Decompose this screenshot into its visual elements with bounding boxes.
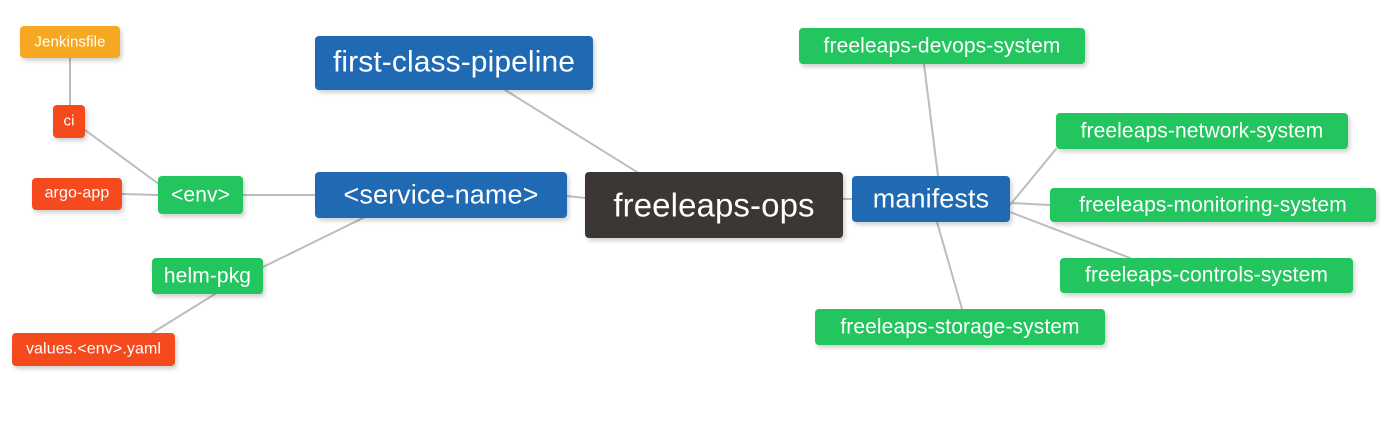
node-manifests[interactable]: manifests: [852, 176, 1010, 222]
edge-ci-env: [84, 129, 161, 186]
node-env[interactable]: <env>: [158, 176, 243, 214]
node-first-class-pipeline-label: first-class-pipeline: [332, 45, 576, 79]
node-values-yaml-label: values.<env>.yaml: [25, 340, 162, 357]
node-ci[interactable]: ci: [53, 105, 85, 138]
node-argo-app[interactable]: argo-app: [32, 178, 122, 210]
node-freeleaps-storage-system-label: freeleaps-storage-system: [840, 315, 1080, 338]
edge-pipeline-root: [504, 89, 638, 173]
edge-argoapp-env: [121, 193, 159, 196]
node-freeleaps-devops-system[interactable]: freeleaps-devops-system: [799, 28, 1085, 64]
node-freeleaps-devops-system-label: freeleaps-devops-system: [823, 34, 1061, 57]
node-service-name[interactable]: <service-name>: [315, 172, 567, 218]
node-root-label: freeleaps-ops: [613, 186, 815, 223]
edge-service-name-root: [566, 195, 586, 199]
node-freeleaps-monitoring-system[interactable]: freeleaps-monitoring-system: [1050, 188, 1376, 222]
edge-values-helmpkg: [151, 293, 216, 334]
node-helm-pkg-label: helm-pkg: [163, 264, 252, 287]
node-root-freeleaps-ops[interactable]: freeleaps-ops: [585, 172, 843, 238]
node-freeleaps-network-system[interactable]: freeleaps-network-system: [1056, 113, 1348, 149]
node-values-yaml[interactable]: values.<env>.yaml: [12, 333, 175, 366]
node-manifests-label: manifests: [872, 183, 990, 213]
node-jenkinsfile-label: Jenkinsfile: [34, 33, 106, 50]
node-service-name-label: <service-name>: [343, 179, 539, 209]
node-first-class-pipeline[interactable]: first-class-pipeline: [315, 36, 593, 90]
node-ci-label: ci: [63, 112, 75, 130]
node-freeleaps-controls-system-label: freeleaps-controls-system: [1085, 263, 1328, 287]
edge-helmpkg-service-name: [262, 217, 364, 268]
edge-manifests-devops: [923, 63, 939, 177]
node-jenkinsfile[interactable]: Jenkinsfile: [20, 26, 120, 58]
node-freeleaps-controls-system[interactable]: freeleaps-controls-system: [1060, 258, 1353, 293]
edge-manifests-storage: [936, 221, 963, 310]
node-argo-app-label: argo-app: [44, 184, 110, 202]
node-helm-pkg[interactable]: helm-pkg: [152, 258, 263, 294]
node-env-label: <env>: [171, 183, 230, 206]
node-freeleaps-storage-system[interactable]: freeleaps-storage-system: [815, 309, 1105, 345]
node-freeleaps-monitoring-system-label: freeleaps-monitoring-system: [1079, 193, 1347, 216]
node-freeleaps-network-system-label: freeleaps-network-system: [1080, 119, 1324, 142]
edge-manifests-monitoring: [1009, 202, 1051, 206]
